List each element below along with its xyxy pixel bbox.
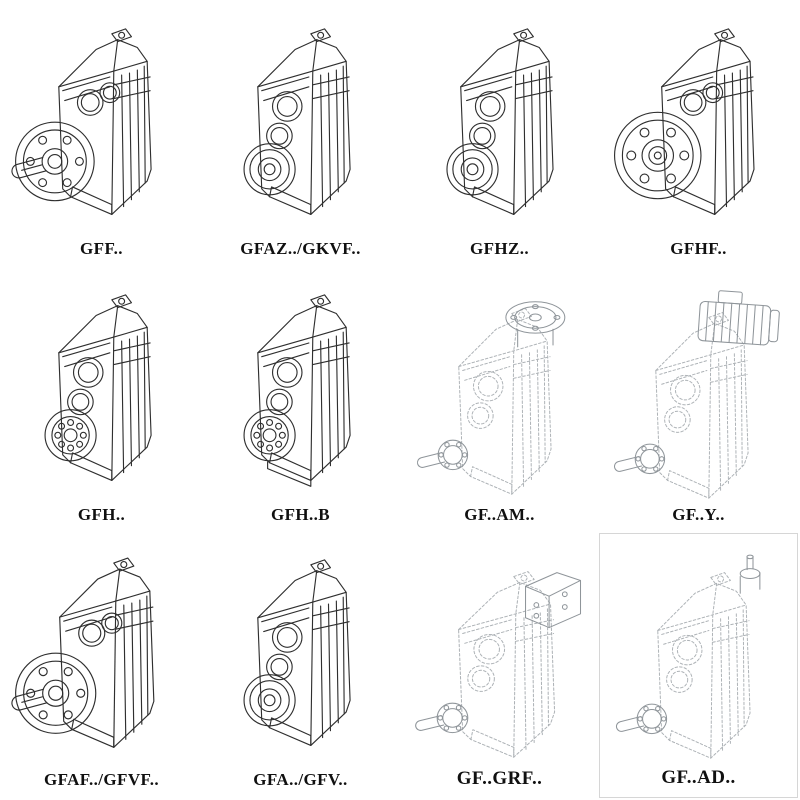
gearbox-gfaz-drawing bbox=[242, 28, 351, 216]
gearbox-gfh-drawing bbox=[43, 293, 152, 481]
catalog-cell-gf-y: GF..Y.. bbox=[599, 267, 798, 532]
catalog-cell-gff: GFF.. bbox=[2, 2, 201, 267]
gearbox-gfa-drawing bbox=[242, 559, 351, 747]
variant-label: GFF.. bbox=[80, 239, 123, 259]
gearbox-gf-ad-drawing bbox=[614, 554, 760, 759]
gearbox-gf-am-drawing bbox=[415, 300, 565, 495]
catalog-cell-gfh: GFH.. bbox=[2, 267, 201, 532]
variant-label: GFA../GFV.. bbox=[253, 770, 348, 789]
variant-label: GF..GRF.. bbox=[456, 768, 543, 789]
gearbox-gff-drawing bbox=[10, 28, 152, 216]
variant-label: GFHF.. bbox=[670, 239, 727, 259]
gearbox-gf-grf-drawing bbox=[413, 571, 581, 758]
gearbox-gfhz-drawing bbox=[445, 28, 554, 216]
variant-label: GFAF../GFVF.. bbox=[43, 770, 160, 789]
catalog-cell-gf-ad: GF..AD.. bbox=[599, 532, 798, 798]
variant-label: GFAZ../GKVF.. bbox=[240, 239, 361, 259]
gearbox-gfhf-drawing bbox=[613, 28, 755, 216]
variant-label: GFH.. bbox=[77, 504, 126, 524]
catalog-cell-gfa-gfv: GFA../GFV.. bbox=[201, 533, 400, 798]
catalog-cell-gfaz-gkvf: GFAZ../GKVF.. bbox=[201, 2, 400, 267]
variant-label: GF..Y.. bbox=[672, 504, 725, 524]
variant-label: GF..AM.. bbox=[464, 504, 535, 524]
catalog-cell-gfh-b: GFH..B bbox=[201, 267, 400, 532]
catalog-cell-gfaf-gfvf: GFAF../GFVF.. bbox=[2, 533, 201, 798]
catalog-cell-gf-grf: GF..GRF.. bbox=[400, 533, 599, 798]
catalog-cell-gf-am: GF..AM.. bbox=[400, 267, 599, 532]
gearbox-gfaf-drawing bbox=[10, 557, 154, 748]
gearbox-gf-y-drawing bbox=[612, 288, 781, 499]
variant-label: GF..AD.. bbox=[661, 767, 736, 788]
catalog-cell-gfhz: GFHZ.. bbox=[400, 2, 599, 267]
catalog-cell-gfhf: GFHF.. bbox=[599, 2, 798, 267]
variant-label: GFHZ.. bbox=[469, 239, 530, 259]
gearbox-gfh-b-drawing bbox=[242, 293, 351, 487]
variant-label: GFH..B bbox=[270, 504, 331, 524]
